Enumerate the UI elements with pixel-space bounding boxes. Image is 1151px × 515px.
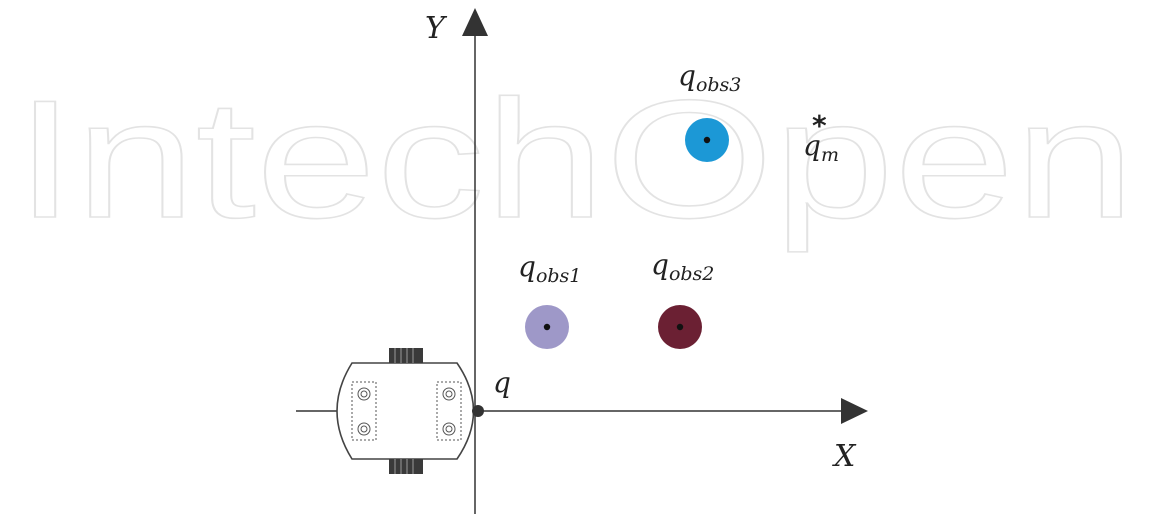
robot-body (336, 362, 475, 460)
y-axis-arrowhead (462, 8, 488, 36)
mobile-robot: q (336, 348, 511, 474)
robot-position-label: q (493, 366, 511, 399)
obstacle-3-center (703, 136, 711, 144)
obstacle-1: qobs1 (518, 250, 581, 349)
obstacle-1-center (543, 323, 551, 331)
y-axis-label: Y (425, 11, 448, 46)
obstacle-3: qobs3 (678, 59, 741, 162)
bottom-wheel (389, 459, 423, 474)
obstacle-1-label: qobs1 (518, 250, 581, 287)
x-axis-label: X (832, 439, 857, 474)
obstacle-2-center (676, 323, 684, 331)
obstacle-2: qobs2 (651, 248, 714, 349)
top-wheel (389, 348, 423, 363)
goal-point: * qm (803, 109, 839, 166)
obstacle-3-label: qobs3 (678, 59, 741, 96)
watermark-text: IntechOpen (15, 65, 1135, 253)
robot-position-point (472, 405, 484, 417)
left-sensor-module (351, 381, 377, 441)
right-sensor-module (436, 381, 462, 441)
x-axis-arrowhead (841, 398, 868, 424)
goal-label: qm (803, 129, 839, 166)
obstacle-2-label: qobs2 (651, 248, 714, 285)
goal-star-marker: * (812, 109, 827, 142)
